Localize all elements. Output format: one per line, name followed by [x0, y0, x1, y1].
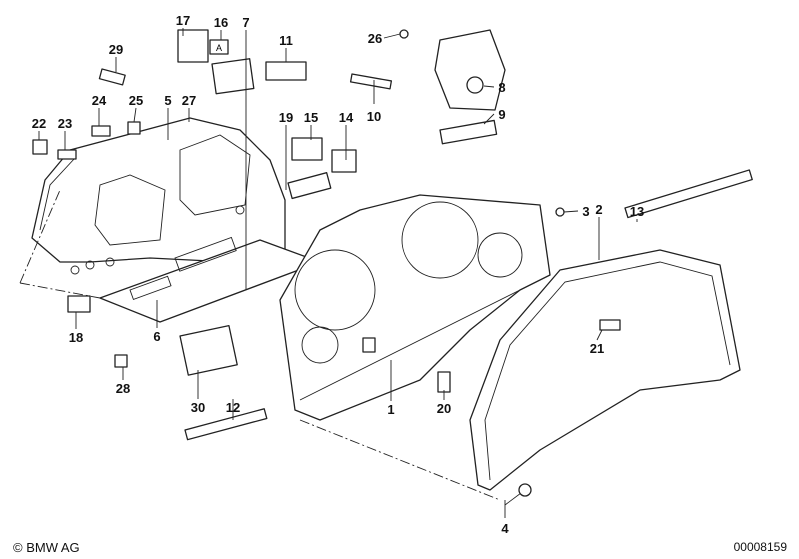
label-20[interactable]: 20	[437, 401, 451, 416]
label-28[interactable]: 28	[116, 381, 130, 396]
label-18[interactable]: 18	[69, 330, 83, 345]
label-11[interactable]: 11	[279, 33, 293, 48]
label-30[interactable]: 30	[191, 400, 205, 415]
label-27[interactable]: 27	[182, 93, 196, 108]
cover-glass	[469, 249, 741, 491]
small-parts: A	[32, 29, 753, 506]
label-4[interactable]: 4	[501, 521, 509, 536]
label-7[interactable]: 7	[242, 15, 249, 30]
copyright: © BMW AG	[13, 540, 80, 555]
diagram-number: 00008159	[733, 540, 787, 554]
label-2[interactable]: 2	[595, 202, 602, 217]
label-26[interactable]: 26	[368, 31, 382, 46]
label-21[interactable]: 21	[590, 341, 604, 356]
label-10[interactable]: 10	[367, 109, 381, 124]
label-15[interactable]: 15	[304, 110, 318, 125]
label-14[interactable]: 14	[339, 110, 354, 125]
label-29[interactable]: 29	[109, 42, 123, 57]
instrument-housing	[279, 194, 551, 421]
leader-lines	[38, 28, 638, 518]
label-13[interactable]: 13	[630, 204, 644, 219]
part-labels: 17 16 7 29 11 26 8 24 25 5 27 22 23 10 1…	[32, 13, 644, 536]
label-12[interactable]: 12	[226, 400, 240, 415]
label-17[interactable]: 17	[176, 13, 190, 28]
label-6[interactable]: 6	[153, 329, 160, 344]
label-16[interactable]: 16	[214, 15, 228, 30]
label-9[interactable]: 9	[498, 107, 505, 122]
label-23[interactable]: 23	[58, 116, 72, 131]
label-5[interactable]: 5	[164, 93, 171, 108]
label-19[interactable]: 19	[279, 110, 293, 125]
label-3[interactable]: 3	[582, 204, 589, 219]
printed-circuit-panel	[31, 117, 286, 275]
label-8[interactable]: 8	[498, 80, 505, 95]
label-25[interactable]: 25	[129, 93, 143, 108]
insert-letter: A	[216, 43, 222, 53]
label-24[interactable]: 24	[92, 93, 107, 108]
label-22[interactable]: 22	[32, 116, 46, 131]
label-1[interactable]: 1	[387, 402, 394, 417]
